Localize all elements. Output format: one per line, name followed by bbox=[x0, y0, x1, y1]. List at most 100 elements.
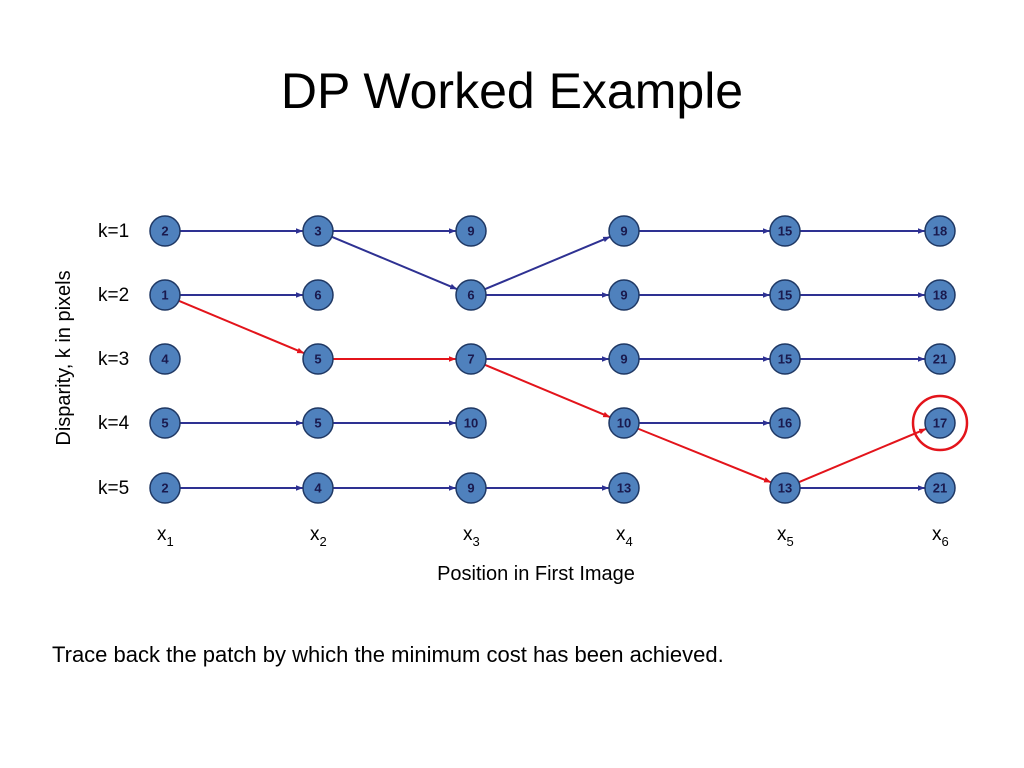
row-labels: k=1k=2k=3k=4k=5 bbox=[98, 221, 130, 499]
node-circle bbox=[924, 343, 956, 375]
node-k3-x3: 7 bbox=[455, 343, 487, 375]
node-circle bbox=[455, 472, 487, 504]
node-value: 21 bbox=[933, 481, 947, 496]
node-circle bbox=[924, 407, 956, 439]
node-k4-x3: 10 bbox=[455, 407, 487, 439]
node-circle bbox=[302, 407, 334, 439]
col-label-base: x bbox=[157, 524, 167, 545]
node-k2-x4: 9 bbox=[608, 279, 640, 311]
node-circle bbox=[924, 472, 956, 504]
node-value: 18 bbox=[933, 224, 947, 239]
node-circle bbox=[149, 343, 181, 375]
node-value: 9 bbox=[620, 224, 627, 239]
col-label-sub: 1 bbox=[167, 534, 174, 549]
node-value: 5 bbox=[161, 416, 168, 431]
node-k1-x4: 9 bbox=[608, 215, 640, 247]
node-value: 9 bbox=[467, 481, 474, 496]
col-label-x2: x2 bbox=[310, 524, 327, 549]
node-value: 15 bbox=[778, 352, 792, 367]
path-edge bbox=[178, 299, 305, 355]
node-circle bbox=[302, 343, 334, 375]
row-label-k4: k=4 bbox=[98, 413, 130, 434]
node-value: 6 bbox=[467, 288, 474, 303]
node-circle bbox=[302, 215, 334, 247]
node-k1-x5: 15 bbox=[769, 215, 801, 247]
node-k3-x6: 21 bbox=[924, 343, 956, 375]
col-label-base: x bbox=[310, 524, 320, 545]
caption: Trace back the patch by which the minimu… bbox=[52, 642, 724, 667]
row-label-k3: k=3 bbox=[98, 349, 129, 370]
edge bbox=[331, 235, 458, 291]
path-edge bbox=[484, 363, 611, 419]
node-value: 15 bbox=[778, 288, 792, 303]
node-value: 5 bbox=[314, 416, 321, 431]
node-k1-x2: 3 bbox=[302, 215, 334, 247]
node-circle bbox=[608, 407, 640, 439]
node-circle bbox=[924, 279, 956, 311]
node-circle bbox=[769, 215, 801, 247]
node-k3-x2: 5 bbox=[302, 343, 334, 375]
node-circle bbox=[149, 215, 181, 247]
col-label-sub: 2 bbox=[320, 534, 327, 549]
col-label-base: x bbox=[932, 524, 942, 545]
node-k3-x1: 4 bbox=[149, 343, 181, 375]
node-k1-x1: 2 bbox=[149, 215, 181, 247]
node-circle bbox=[455, 279, 487, 311]
node-k4-x5: 16 bbox=[769, 407, 801, 439]
node-circle bbox=[608, 472, 640, 504]
node-k3-x5: 15 bbox=[769, 343, 801, 375]
node-k1-x3: 9 bbox=[455, 215, 487, 247]
node-value: 9 bbox=[620, 288, 627, 303]
col-label-x4: x4 bbox=[616, 524, 633, 549]
slide-title: DP Worked Example bbox=[280, 63, 744, 119]
node-circle bbox=[149, 279, 181, 311]
node-circle bbox=[769, 407, 801, 439]
col-label-x5: x5 bbox=[777, 524, 794, 549]
col-label-sub: 6 bbox=[942, 534, 949, 549]
node-circle bbox=[608, 279, 640, 311]
col-label-base: x bbox=[616, 524, 626, 545]
node-circle bbox=[769, 343, 801, 375]
node-value: 6 bbox=[314, 288, 321, 303]
node-value: 13 bbox=[617, 481, 631, 496]
node-k4-x1: 5 bbox=[149, 407, 181, 439]
col-label-x6: x6 bbox=[932, 524, 949, 549]
node-value: 5 bbox=[314, 352, 321, 367]
node-circle bbox=[608, 215, 640, 247]
col-label-x1: x1 bbox=[157, 524, 174, 549]
node-value: 4 bbox=[161, 352, 169, 367]
node-k5-x3: 9 bbox=[455, 472, 487, 504]
edges-layer bbox=[178, 228, 927, 491]
node-k2-x2: 6 bbox=[302, 279, 334, 311]
node-circle bbox=[455, 215, 487, 247]
node-k5-x2: 4 bbox=[302, 472, 334, 504]
node-circle bbox=[769, 279, 801, 311]
node-k5-x4: 13 bbox=[608, 472, 640, 504]
node-value: 15 bbox=[778, 224, 792, 239]
minimum-highlight-ring bbox=[911, 394, 969, 452]
node-circle bbox=[769, 472, 801, 504]
node-value: 9 bbox=[467, 224, 474, 239]
x-axis-label: Position in First Image bbox=[437, 563, 635, 585]
node-k2-x1: 1 bbox=[149, 279, 181, 311]
node-k4-x2: 5 bbox=[302, 407, 334, 439]
y-axis-label: Disparity, k in pixels bbox=[53, 270, 75, 445]
node-value: 10 bbox=[464, 416, 478, 431]
node-k2-x3: 6 bbox=[455, 279, 487, 311]
col-label-sub: 5 bbox=[787, 534, 794, 549]
edge bbox=[484, 235, 611, 291]
node-k4-x4: 10 bbox=[608, 407, 640, 439]
node-value: 18 bbox=[933, 288, 947, 303]
node-value: 1 bbox=[161, 288, 168, 303]
node-k2-x6: 18 bbox=[924, 279, 956, 311]
node-k4-x6: 17 bbox=[924, 407, 956, 439]
col-label-base: x bbox=[777, 524, 787, 545]
node-value: 17 bbox=[933, 416, 947, 431]
row-label-k5: k=5 bbox=[98, 478, 129, 499]
node-circle bbox=[608, 343, 640, 375]
path-edge bbox=[798, 427, 927, 484]
node-value: 3 bbox=[314, 224, 321, 239]
